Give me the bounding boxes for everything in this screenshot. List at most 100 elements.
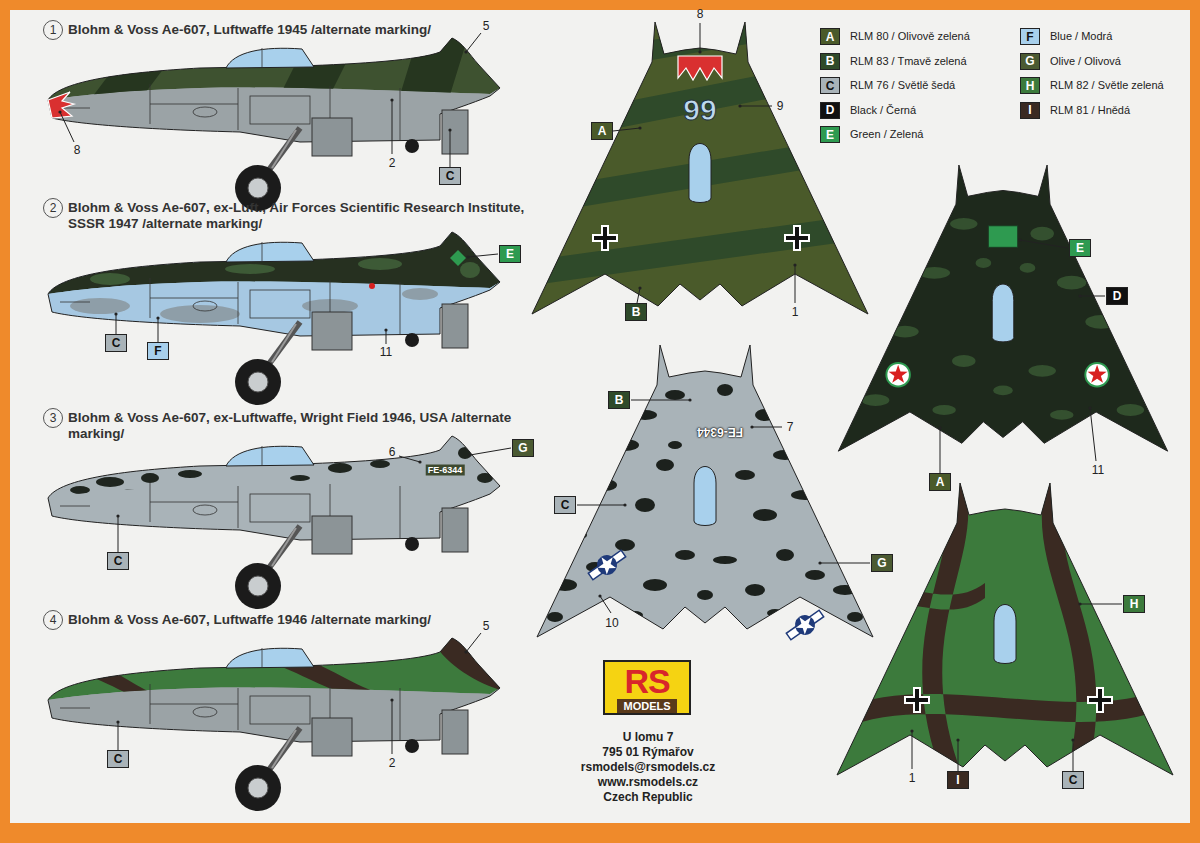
callout-number: 5 bbox=[483, 19, 490, 33]
address-line: rsmodels@rsmodels.cz bbox=[581, 760, 715, 774]
callout-number: 2 bbox=[389, 756, 396, 770]
node-text: A bbox=[598, 124, 607, 138]
serial-marking: FE-6344 bbox=[426, 465, 465, 476]
color-callout: E bbox=[499, 245, 521, 263]
legend-swatch: E bbox=[820, 126, 840, 143]
color-letter: E bbox=[826, 128, 834, 142]
leader-lines bbox=[60, 23, 1122, 771]
node-text: G bbox=[877, 556, 886, 570]
profile-title: Blohm & Voss Ae-607, ex-Luftwaffe, Wrigh… bbox=[68, 410, 538, 442]
profile-title: Blohm & Voss Ae-607, ex-Luft., Air Force… bbox=[68, 200, 538, 232]
callout-number: 7 bbox=[787, 420, 794, 434]
callout-number: 2 bbox=[389, 156, 396, 170]
color-callout: B bbox=[608, 391, 630, 409]
node-text: C bbox=[561, 498, 570, 512]
color-callout: A bbox=[591, 122, 613, 140]
callout-number: 6 bbox=[389, 445, 396, 459]
color-callout: G bbox=[871, 554, 893, 572]
node-text: 4 bbox=[50, 613, 57, 627]
node-text: E bbox=[1076, 241, 1084, 255]
circled-number: 3 bbox=[43, 408, 63, 428]
node-text: C bbox=[1069, 773, 1078, 787]
aircraft-number: 99 bbox=[683, 94, 716, 126]
callout-number: 10 bbox=[605, 616, 618, 630]
address-line: www.rsmodels.cz bbox=[598, 775, 698, 789]
color-callout: H bbox=[1123, 595, 1145, 613]
color-letter: G bbox=[1025, 54, 1034, 68]
address-line: U lomu 7 bbox=[623, 730, 674, 744]
address-line: Czech Republic bbox=[603, 790, 692, 804]
color-letter: I bbox=[1028, 103, 1031, 117]
color-callout: C bbox=[107, 552, 129, 570]
callout-number: 1 bbox=[792, 305, 799, 319]
color-letter: D bbox=[826, 103, 835, 117]
maker-logo: RSMODELS bbox=[603, 660, 691, 715]
color-callout: G bbox=[512, 439, 534, 457]
callout-number: 8 bbox=[697, 7, 704, 21]
color-callout: I bbox=[947, 771, 969, 789]
color-callout: A bbox=[929, 473, 951, 491]
node-text: 1 bbox=[50, 23, 57, 37]
legend-text: RLM 81 / Hnědá bbox=[1050, 104, 1130, 117]
legend-swatch: B bbox=[820, 53, 840, 70]
legend-swatch: D bbox=[820, 102, 840, 119]
node-text: C bbox=[112, 336, 121, 350]
profile-title: Blohm & Voss Ae-607, Luftwaffe 1946 /alt… bbox=[68, 612, 431, 628]
color-letter: C bbox=[826, 79, 835, 93]
color-callout: C bbox=[439, 167, 461, 185]
color-callout: E bbox=[1069, 239, 1091, 257]
legend-swatch: C bbox=[820, 77, 840, 94]
node-text: 3 bbox=[50, 411, 57, 425]
callout-number: 11 bbox=[380, 345, 392, 359]
legend-text: Olive / Olivová bbox=[1050, 55, 1121, 68]
node-text: C bbox=[114, 752, 123, 766]
node-text: C bbox=[446, 169, 455, 183]
node-text: A bbox=[936, 475, 945, 489]
node-text: I bbox=[956, 773, 959, 787]
legend-swatch: H bbox=[1020, 77, 1040, 94]
legend-text: RLM 83 / Tmavě zelená bbox=[850, 55, 967, 68]
node-subtext: MODELS bbox=[617, 699, 676, 713]
legend-text: Blue / Modrá bbox=[1050, 30, 1112, 43]
legend-text: RLM 76 / Světlě šedá bbox=[850, 79, 955, 92]
color-letter: B bbox=[826, 54, 835, 68]
address-line: 795 01 Rýmařov bbox=[602, 745, 693, 759]
legend-swatch: I bbox=[1020, 102, 1040, 119]
color-callout: B bbox=[625, 303, 647, 321]
legend-swatch: G bbox=[1020, 53, 1040, 70]
legend-text: RLM 82 / Světle zelená bbox=[1050, 79, 1164, 92]
node-text: 2 bbox=[50, 201, 57, 215]
color-callout: C bbox=[105, 334, 127, 352]
node-text: E bbox=[506, 247, 514, 261]
legend-swatch: F bbox=[1020, 28, 1040, 45]
color-callout: C bbox=[107, 750, 129, 768]
node-text: C bbox=[114, 554, 123, 568]
legend-text: Black / Černá bbox=[850, 104, 916, 117]
node-text: RS bbox=[624, 664, 669, 698]
color-callout: D bbox=[1106, 287, 1128, 305]
profile-title: Blohm & Voss Ae-607, Luftwaffe 1945 /alt… bbox=[68, 22, 431, 38]
circled-number: 2 bbox=[43, 198, 63, 218]
circled-number: 1 bbox=[43, 20, 63, 40]
callout-number: 9 bbox=[777, 99, 784, 113]
color-letter: F bbox=[1026, 30, 1033, 44]
circled-number: 4 bbox=[43, 610, 63, 630]
color-callout: F bbox=[147, 342, 169, 360]
node-text: B bbox=[632, 305, 641, 319]
callout-number: 5 bbox=[483, 619, 490, 633]
color-callout: C bbox=[554, 496, 576, 514]
serial-marking: FE-6344 bbox=[697, 425, 743, 439]
legend-swatch: A bbox=[820, 28, 840, 45]
color-letter: A bbox=[826, 30, 835, 44]
node-text: G bbox=[518, 441, 527, 455]
color-letter: H bbox=[1026, 79, 1035, 93]
node-text: D bbox=[1113, 289, 1122, 303]
color-callout: C bbox=[1062, 771, 1084, 789]
node-text: H bbox=[1130, 597, 1139, 611]
legend-text: RLM 80 / Olivově zelená bbox=[850, 30, 970, 43]
callout-number: 11 bbox=[1092, 463, 1104, 477]
node-text: B bbox=[615, 393, 624, 407]
callout-number: 8 bbox=[74, 143, 81, 157]
node-text: F bbox=[154, 344, 161, 358]
